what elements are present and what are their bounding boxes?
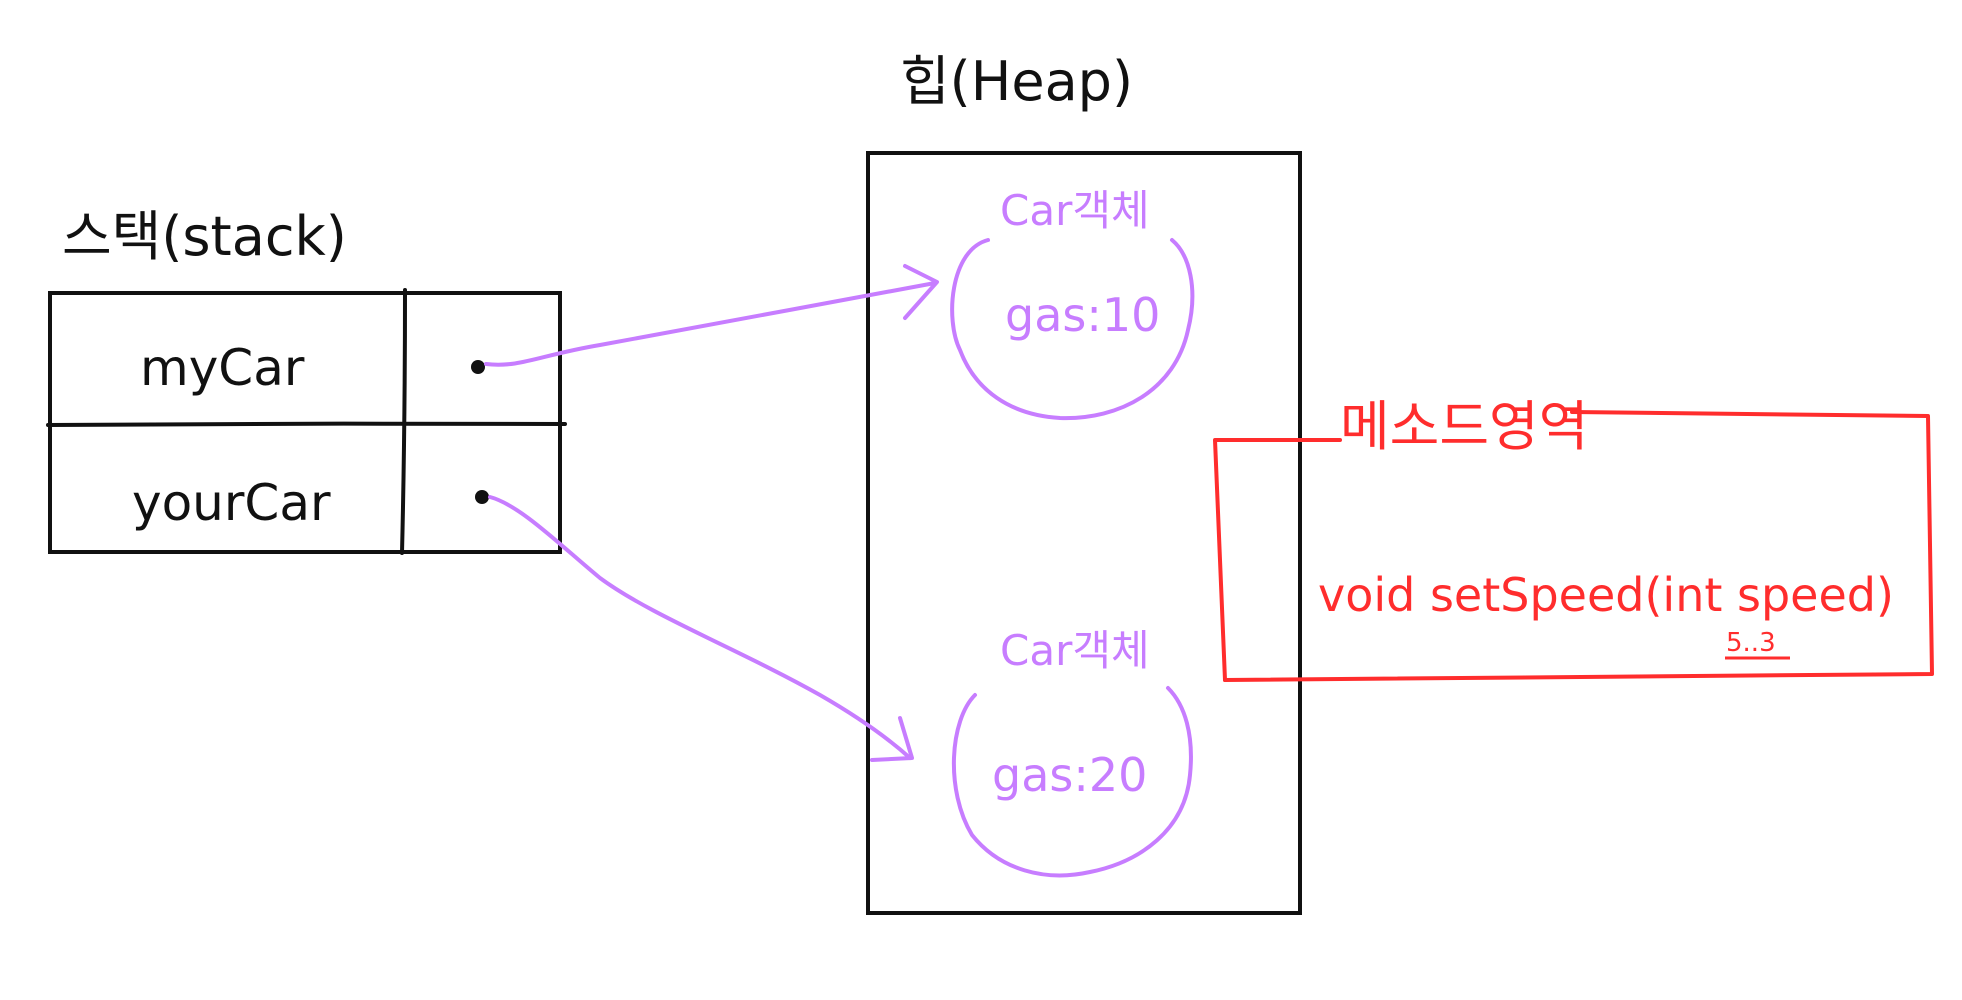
heap-title: 힙(Heap) <box>900 50 1134 113</box>
car-object-1-outline <box>950 238 1195 421</box>
heap-box <box>866 151 1302 915</box>
car-object-2-outline <box>951 686 1193 878</box>
stack-outline <box>48 291 562 554</box>
stack-row-mycar: myCar <box>140 339 305 397</box>
car-object-2-gas: gas:20 <box>992 748 1148 802</box>
stack-title: 스택(stack) <box>62 205 347 268</box>
car-object-1-gas: gas:10 <box>1005 288 1161 342</box>
method-signature: void setSpeed(int speed) <box>1318 568 1894 622</box>
mycar-reference-dot <box>471 360 485 374</box>
stack-table <box>46 288 567 555</box>
yourcar-reference-dot <box>475 490 489 504</box>
mycar-arrow-head <box>903 264 939 320</box>
yourcar-arrow-head <box>870 716 914 762</box>
reference-arrows <box>484 264 939 762</box>
method-area-box <box>1213 410 1934 682</box>
mycar-arrow-line <box>484 281 937 367</box>
method-area-right-top <box>1223 410 1934 682</box>
stack-row-yourcar: yourCar <box>132 474 331 532</box>
car-object-2-label: Car객체 <box>1000 626 1150 675</box>
method-area-title: 메소드영역 <box>1340 395 1589 458</box>
stack-row-divider <box>46 421 567 427</box>
method-note: 5..3 <box>1726 628 1776 658</box>
car-object-1-label: Car객체 <box>1000 186 1150 235</box>
method-area-left-top <box>1213 438 1342 682</box>
stack-column-divider <box>400 288 407 555</box>
yourcar-arrow-line <box>488 495 912 760</box>
